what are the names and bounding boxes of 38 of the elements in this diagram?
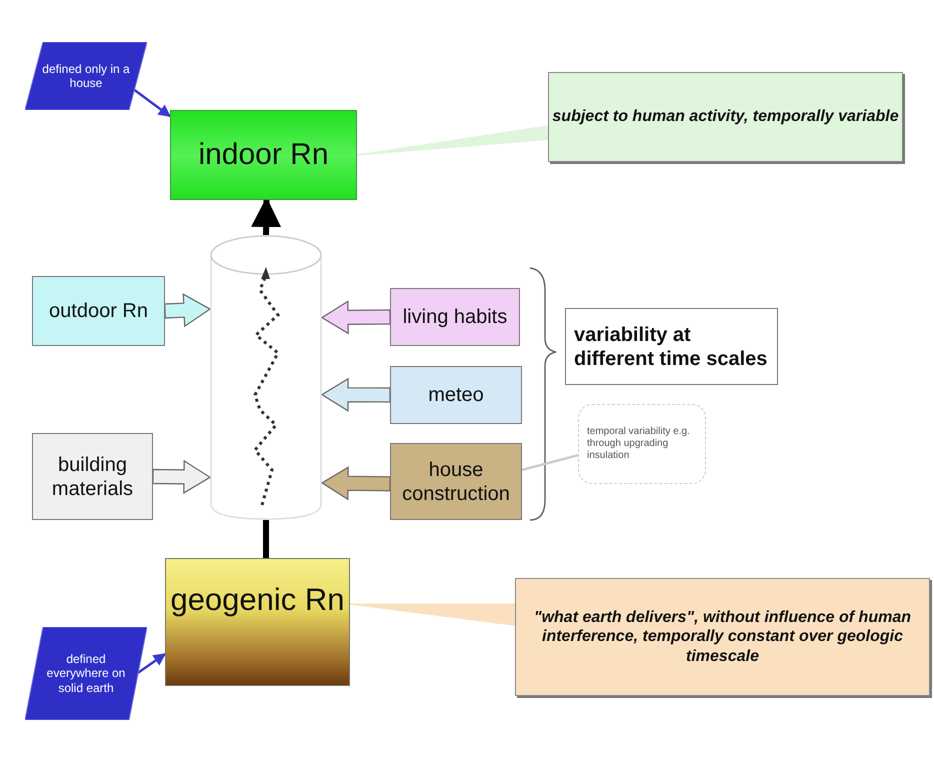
node-label: temporal variability e.g. through upgrading insulation [587,426,691,462]
block-arrow [320,466,391,500]
arrow [133,88,171,118]
note-bubble [578,404,706,484]
process-box [390,443,522,520]
node-label: outdoor Rn [49,299,148,323]
node-label: defined everywhere on solid earth [46,652,126,696]
callout-box [548,72,903,162]
connector-line [522,454,578,472]
callout-pointer [349,603,516,626]
process-box [170,110,357,200]
parallelogram-note [25,42,147,110]
callout-pointer [356,125,550,156]
cylinder-shape [210,235,322,520]
process-box [165,558,350,686]
node-label: indoor Rn [198,137,329,173]
process-box [32,276,165,346]
block-arrow [164,293,212,328]
process-box [390,366,522,424]
callout-box [515,578,930,696]
block-arrow [320,378,391,412]
text-box [565,308,778,385]
block-arrow [320,300,391,334]
node-label: building materials [50,452,134,500]
parallelogram-note [25,627,147,720]
connector-line [263,520,269,558]
callout-text: subject to human activity, temporally variable [552,107,899,127]
node-label: geogenic Rn [170,581,345,618]
node-label: house construction [401,458,511,506]
process-box [390,288,520,346]
node-label: defined only in a house [41,62,131,90]
node-label: living habits [402,305,508,329]
process-box [32,433,153,520]
arrow [136,652,166,675]
node-label: variability at different time scales [574,322,768,370]
node-label: meteo [428,383,484,407]
block-arrow [152,460,212,494]
callout-text: "what earth delivers", without influence of human interference, temporally constant over geologic timescale [533,608,912,666]
